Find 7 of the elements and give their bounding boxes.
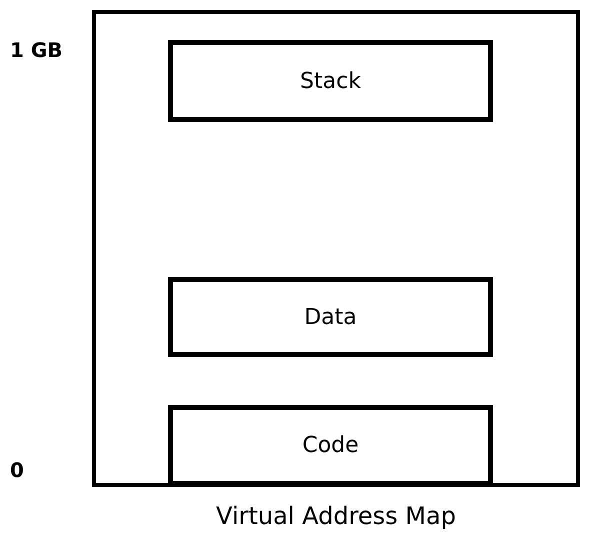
map-caption: Virtual Address Map: [215, 502, 457, 530]
memory-segment: Data: [168, 277, 493, 357]
address-label: 0: [10, 458, 24, 482]
memory-segment: Stack: [168, 40, 493, 122]
memory-segment: Code: [168, 405, 493, 486]
address-label: 1 GB: [10, 38, 63, 62]
address-space-frame: [92, 10, 580, 487]
